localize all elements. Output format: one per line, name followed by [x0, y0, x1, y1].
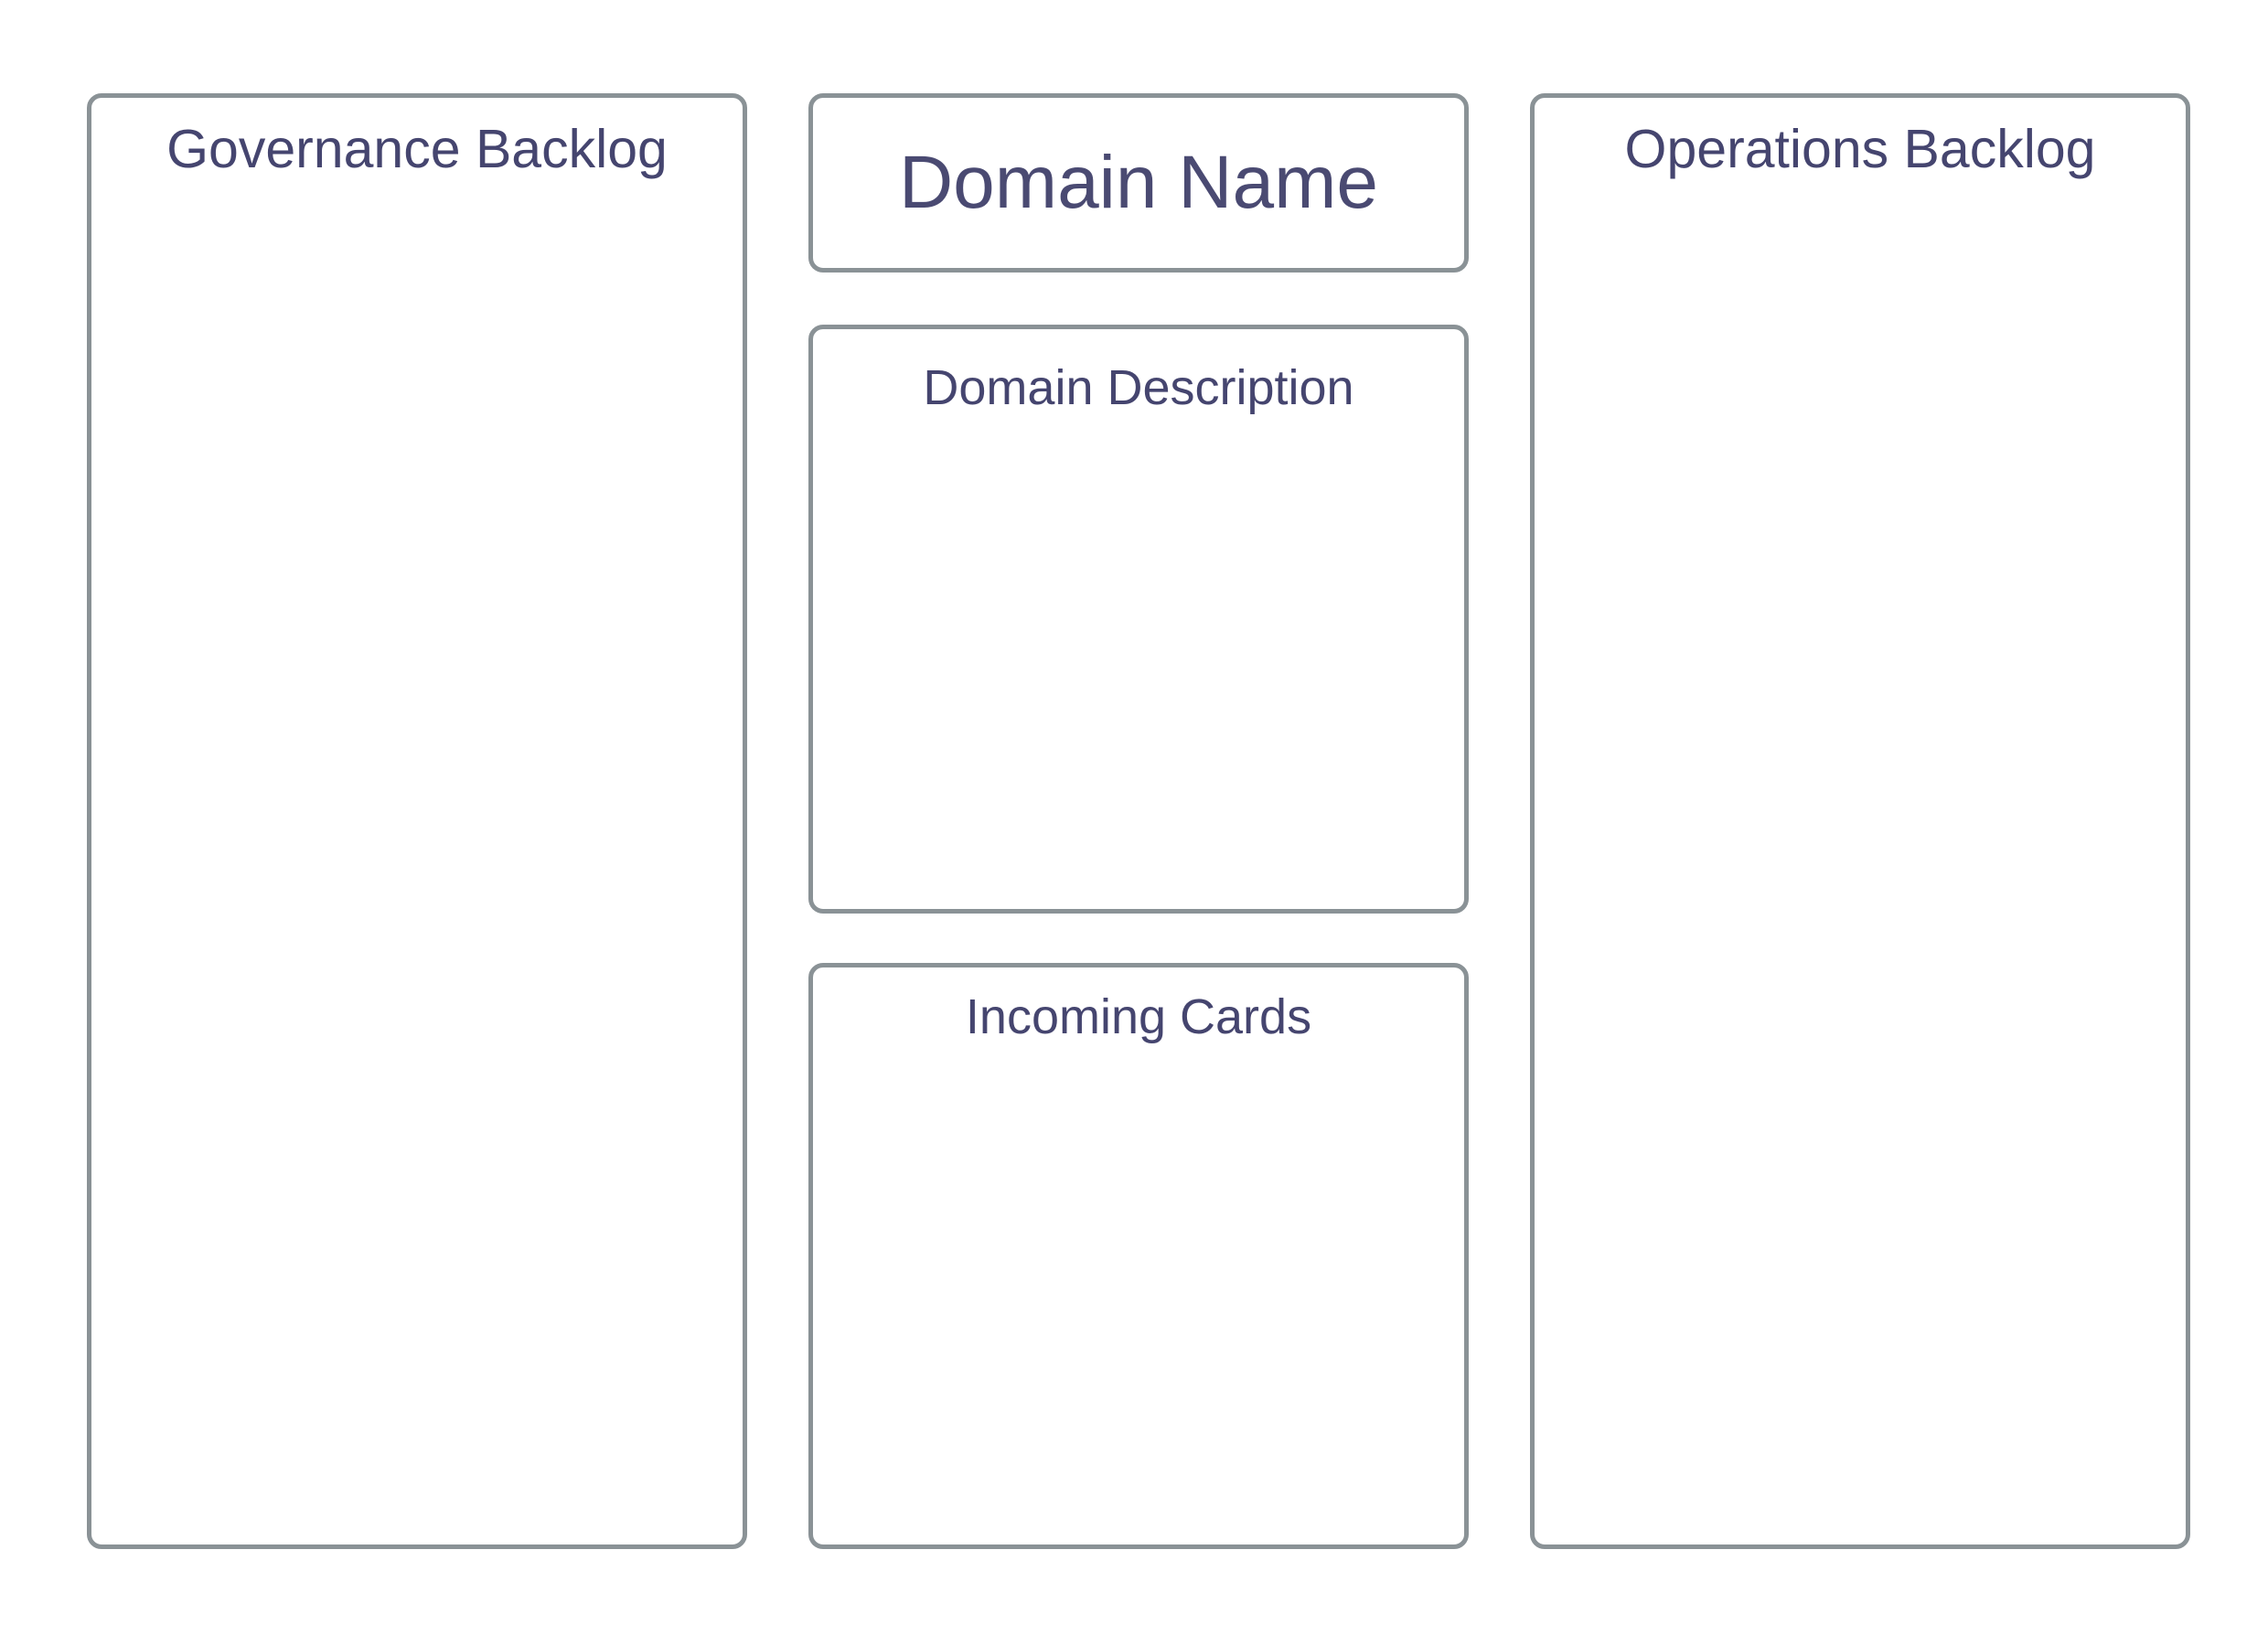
domain-name-panel: Domain Name — [808, 93, 1469, 273]
operations-backlog-title: Operations Backlog — [1624, 119, 2096, 179]
incoming-cards-panel: Incoming Cards — [808, 963, 1469, 1549]
domain-description-title: Domain Description — [923, 360, 1354, 415]
domain-description-panel: Domain Description — [808, 325, 1469, 914]
operations-backlog-panel: Operations Backlog — [1530, 93, 2190, 1549]
domain-name-title: Domain Name — [898, 141, 1379, 224]
governance-backlog-panel: Governance Backlog — [87, 93, 747, 1549]
governance-backlog-title: Governance Backlog — [166, 119, 668, 179]
incoming-cards-title: Incoming Cards — [965, 989, 1312, 1044]
